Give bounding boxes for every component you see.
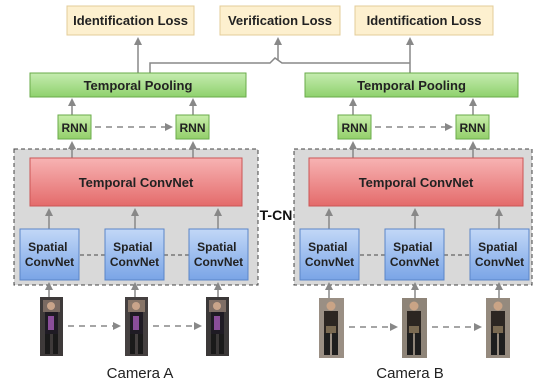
temporal-pooling-box-a bbox=[29, 72, 247, 98]
spatial-convnet-box-a-1 bbox=[19, 228, 80, 281]
spatial-label-b-3-line2: ConvNet bbox=[475, 255, 524, 269]
spatial-label-a-3-line1: Spatial bbox=[197, 240, 236, 254]
rnn-label-a-2: RNN bbox=[180, 121, 206, 135]
spatial-convnet-label-a-3: Spatial ConvNet bbox=[194, 240, 243, 269]
video-frame-a-1 bbox=[40, 297, 63, 356]
identification-loss-right-label: Identification Loss bbox=[367, 13, 482, 28]
rnn-box-a-2 bbox=[175, 114, 210, 140]
spatial-label-a-1-line1: Spatial bbox=[28, 240, 67, 254]
spatial-convnet-label-b-2: Spatial ConvNet bbox=[390, 240, 439, 269]
identification-loss-left-box bbox=[66, 5, 195, 36]
video-frame-b-2 bbox=[402, 298, 427, 358]
spatial-label-b-1-line1: Spatial bbox=[308, 240, 347, 254]
temporal-convnet-label-a: Temporal ConvNet bbox=[79, 175, 194, 190]
spatial-convnet-box-a-2 bbox=[104, 228, 165, 281]
video-frame-a-3 bbox=[206, 297, 229, 356]
video-frame-b-3 bbox=[486, 298, 510, 358]
temporal-pooling-box-b bbox=[304, 72, 519, 98]
spatial-convnet-box-b-1 bbox=[299, 228, 360, 281]
spatial-convnet-box-b-2 bbox=[384, 228, 445, 281]
spatial-convnet-label-a-1: Spatial ConvNet bbox=[25, 240, 74, 269]
rnn-label-a-1: RNN bbox=[62, 121, 88, 135]
loss-row: Identification Loss Verification Loss Id… bbox=[66, 5, 494, 36]
spatial-convnet-label-a-2: Spatial ConvNet bbox=[110, 240, 159, 269]
rnn-box-b-1 bbox=[337, 114, 372, 140]
verification-loss-box bbox=[219, 5, 341, 36]
verification-loss-label: Verification Loss bbox=[228, 13, 332, 28]
rnn-box-b-2 bbox=[455, 114, 490, 140]
identification-loss-left-label: Identification Loss bbox=[73, 13, 188, 28]
spatial-label-a-2-line2: ConvNet bbox=[110, 255, 159, 269]
rnn-label-b-2: RNN bbox=[460, 121, 486, 135]
spatial-convnet-box-a-3 bbox=[188, 228, 249, 281]
spatial-convnet-box-b-3 bbox=[469, 228, 530, 281]
spatial-label-b-2-line1: Spatial bbox=[393, 240, 432, 254]
camera-b-label: Camera B bbox=[376, 365, 444, 382]
identification-loss-right-box bbox=[354, 5, 494, 36]
temporal-convnet-box-a bbox=[29, 157, 243, 207]
temporal-pooling-label-a: Temporal Pooling bbox=[84, 78, 193, 93]
spatial-label-a-3-line2: ConvNet bbox=[194, 255, 243, 269]
video-frame-a-2 bbox=[125, 297, 148, 356]
rnn-label-b-1: RNN bbox=[342, 121, 368, 135]
branch-camera-a: Temporal Pooling RNN RNN Temporal ConvNe… bbox=[13, 72, 259, 382]
rnn-box-a-1 bbox=[57, 114, 92, 140]
temporal-convnet-label-b: Temporal ConvNet bbox=[359, 175, 474, 190]
camera-a-label: Camera A bbox=[107, 365, 174, 382]
spatial-label-b-1-line2: ConvNet bbox=[305, 255, 354, 269]
temporal-pooling-label-b: Temporal Pooling bbox=[357, 78, 466, 93]
tcn-label: T-CN bbox=[260, 207, 293, 223]
spatial-convnet-label-b-1: Spatial ConvNet bbox=[305, 240, 354, 269]
spatial-convnet-label-b-3: Spatial ConvNet bbox=[475, 240, 524, 269]
spatial-label-a-1-line2: ConvNet bbox=[25, 255, 74, 269]
temporal-convnet-box-b bbox=[308, 157, 524, 207]
branch-camera-b: Temporal Pooling RNN RNN Temporal ConvNe… bbox=[293, 72, 533, 382]
spatial-label-a-2-line1: Spatial bbox=[113, 240, 152, 254]
loss-connectors bbox=[134, 37, 414, 73]
video-frame-b-1 bbox=[319, 298, 344, 358]
spatial-label-b-2-line2: ConvNet bbox=[390, 255, 439, 269]
verification-connector bbox=[149, 57, 410, 73]
spatial-label-b-3-line1: Spatial bbox=[478, 240, 517, 254]
